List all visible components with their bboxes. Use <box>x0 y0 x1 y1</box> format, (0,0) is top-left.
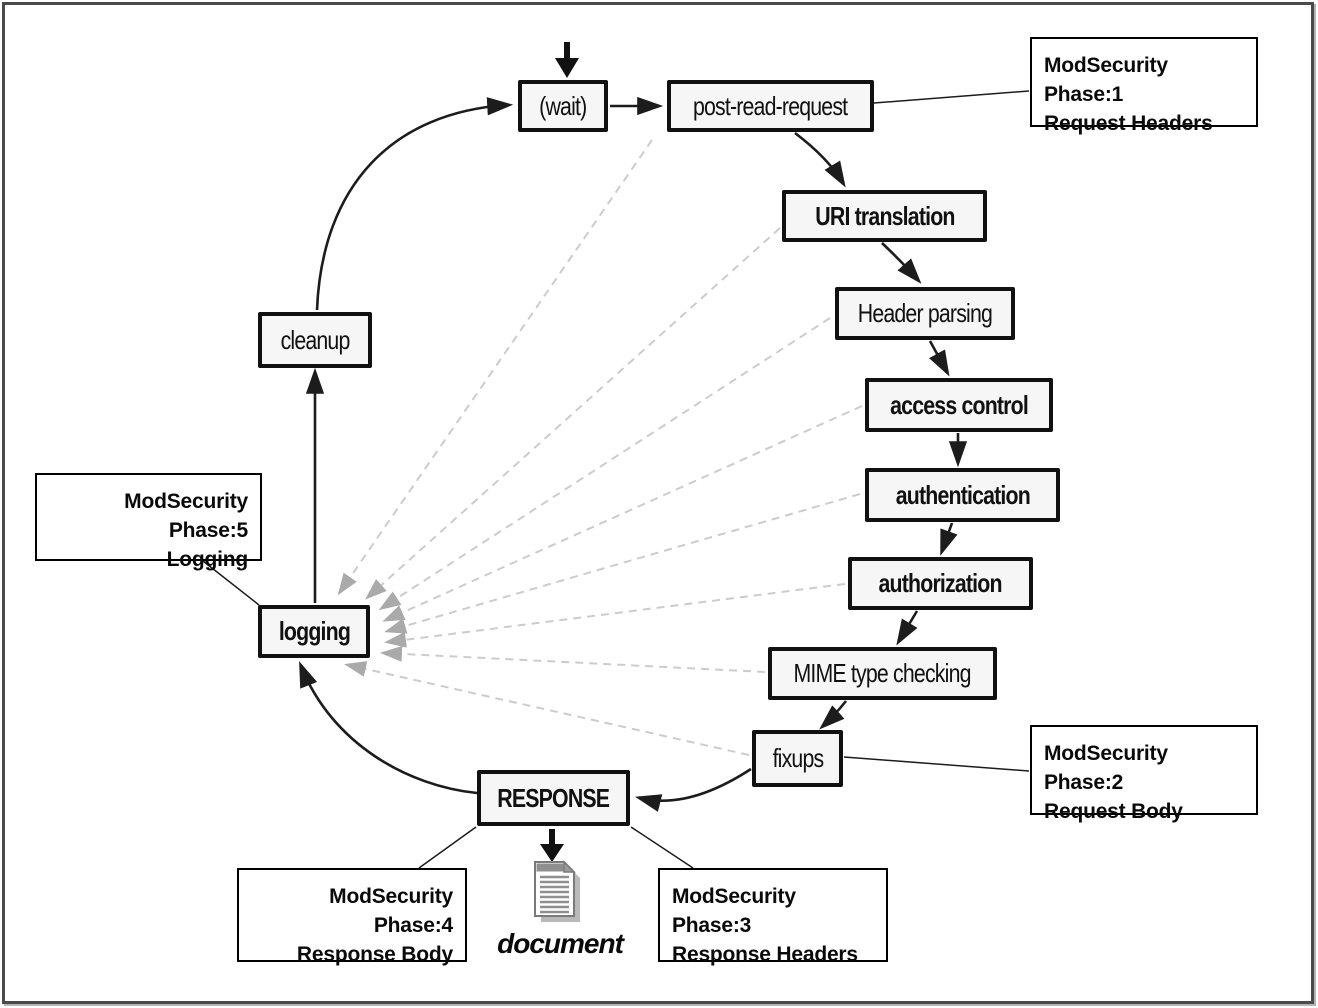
node-header-parsing: Header parsing <box>835 287 1015 340</box>
link-post-read-phase1 <box>873 90 1030 104</box>
node-cleanup: cleanup <box>258 312 372 368</box>
arrow-uri-to-header <box>881 242 922 284</box>
node-uri-translation-label: URI translation <box>814 200 955 231</box>
arrow-post-read-to-uri <box>794 131 846 188</box>
node-access-control: access control <box>865 378 1053 432</box>
node-cleanup-label: cleanup <box>280 324 351 355</box>
node-mime-type-checking-label: MIME type checking <box>793 658 972 688</box>
annotation-phase5: ModSecurity Phase:5 Logging <box>35 473 262 571</box>
node-authentication-label: authentication <box>895 479 1030 510</box>
annotation-phase1: ModSecurity Phase:1 Request Headers <box>1030 37 1258 135</box>
dashed-access-to-logging <box>382 405 863 622</box>
node-authorization: authorization <box>848 557 1033 610</box>
link-response-phase4 <box>418 826 477 869</box>
node-post-read-request: post-read-request <box>667 80 874 132</box>
node-header-parsing-label: Header parsing <box>857 298 993 328</box>
annotation-phase4-line2: Response Body <box>296 942 453 966</box>
arrow-response-to-logging <box>299 661 478 795</box>
arrow-cleanup-to-wait <box>315 97 514 311</box>
node-wait-label: (wait) <box>539 90 587 121</box>
dashed-header-to-logging <box>378 317 831 611</box>
annotation-phase1-line2: Request Headers <box>1044 111 1213 135</box>
node-uri-translation: URI translation <box>782 190 987 242</box>
node-response-label: RESPONSE <box>497 782 611 813</box>
annotation-phase3-line2: Response Headers <box>672 942 858 966</box>
annotation-phase2: ModSecurity Phase:2 Request Body <box>1030 725 1258 823</box>
arrow-header-to-access <box>928 340 950 377</box>
node-wait: (wait) <box>518 80 608 132</box>
annotation-phase1-line1: ModSecurity Phase:1 <box>1044 54 1168 106</box>
dashed-uri-to-logging <box>365 227 781 600</box>
dashed-post-read-to-logging <box>337 139 653 596</box>
node-logging-label: logging <box>278 616 350 646</box>
document-caption: document <box>497 928 624 959</box>
annotation-phase4-line1: ModSecurity Phase:4 <box>329 885 453 937</box>
node-fixups: fixups <box>752 730 843 787</box>
node-response: RESPONSE <box>477 770 630 826</box>
annotation-phase5-line1: ModSecurity Phase:5 <box>124 490 248 542</box>
node-mime-type-checking: MIME type checking <box>768 647 997 700</box>
annotation-phase2-line1: ModSecurity Phase:2 <box>1044 742 1168 794</box>
dashed-mime-to-logging <box>380 645 766 673</box>
entry-arrow <box>555 42 579 78</box>
annotation-links <box>202 90 1030 869</box>
flow-arrows <box>299 96 968 812</box>
dashed-authz-to-logging <box>384 583 846 648</box>
annotation-phase3: ModSecurity Phase:3 Response Headers <box>658 868 888 966</box>
dashed-authn-to-logging <box>384 493 861 634</box>
node-authorization-label: authorization <box>878 568 1003 598</box>
document-icon <box>534 860 580 922</box>
node-authentication: authentication <box>865 468 1060 522</box>
node-logging: logging <box>258 605 370 658</box>
link-fixups-phase2 <box>843 756 1030 772</box>
annotation-phase4: ModSecurity Phase:4 Response Body <box>237 868 467 966</box>
dashed-fixups-to-logging <box>344 661 750 756</box>
response-to-document-arrow <box>540 829 564 862</box>
document-group: document <box>495 860 625 965</box>
node-access-control-label: access control <box>890 389 1029 420</box>
arrow-fixups-to-response <box>634 767 752 812</box>
node-post-read-request-label: post-read-request <box>693 90 848 121</box>
arrow-authz-to-mime <box>896 610 919 646</box>
annotation-phase2-line2: Request Body <box>1044 799 1183 823</box>
link-phase5-logging <box>202 560 260 606</box>
annotation-phase3-line1: ModSecurity Phase:3 <box>672 885 796 937</box>
annotation-phase5-line2: Logging <box>166 547 249 571</box>
link-response-phase3 <box>630 826 694 869</box>
arrow-authn-to-authz <box>940 522 958 556</box>
dashed-logging-lines <box>337 139 863 756</box>
arrow-mime-to-fixups <box>819 700 848 730</box>
node-fixups-label: fixups <box>772 743 824 773</box>
